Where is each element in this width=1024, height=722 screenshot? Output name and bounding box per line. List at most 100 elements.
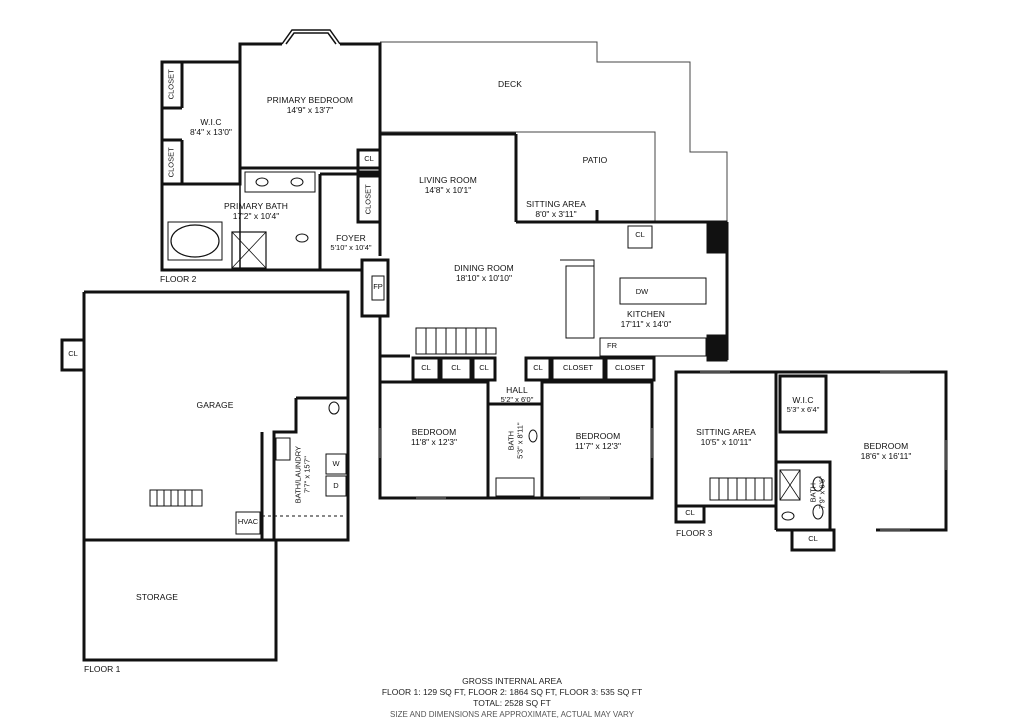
kitchen-columns — [706, 220, 728, 362]
wic-upper-room: W.I.C 5'3" x 6'4" — [780, 395, 826, 414]
room-name: PRIMARY BEDROOM — [266, 95, 354, 105]
fr-label: FR — [607, 341, 617, 350]
shower — [231, 231, 267, 269]
room-dims: 17'2" x 10'4" — [232, 210, 280, 221]
dryer-label: D — [333, 481, 339, 490]
room-name: FOYER — [336, 233, 366, 243]
foyer-walls — [320, 148, 382, 272]
room-dims: 10'5" x 10'11" — [700, 436, 752, 447]
closet-hall-2-label: CLOSET — [614, 363, 645, 372]
floor3-stairs — [709, 477, 773, 501]
cl-kitchen-label: CL — [635, 230, 645, 239]
area-summary: GROSS INTERNAL AREA FLOOR 1: 129 SQ FT, … — [0, 676, 1024, 720]
bedroom-upper-room: BEDROOM 18'6" x 16'11" — [846, 441, 926, 462]
cl-hall-2-label: CL — [451, 363, 461, 372]
hall-closets — [411, 356, 656, 382]
closet-foyer-label: CLOSET — [363, 184, 373, 215]
dw-label: DW — [635, 287, 649, 296]
room-name: W.I.C — [200, 117, 222, 127]
deck-label: DECK — [497, 79, 523, 89]
floor-1-label: FLOOR 1 — [84, 664, 121, 674]
deck-outline — [380, 41, 728, 222]
room-dims: 7'9" x 6'6" — [817, 476, 826, 510]
hall-room: HALL 5'2" x 6'0" — [494, 385, 540, 404]
primary-bedroom-room: PRIMARY BEDROOM 14'9" x 13'7" — [250, 95, 370, 116]
closet-b-label: CLOSET — [166, 147, 176, 178]
bath-laundry-room: BATH/LAUNDRY 7'7" x 15'7" — [293, 440, 311, 510]
room-dims: 5'3" x 6'4" — [786, 404, 820, 414]
disclaimer: SIZE AND DIMENSIONS ARE APPROXIMATE, ACT… — [390, 710, 634, 719]
cl-hall-3-label: CL — [479, 363, 489, 372]
cl-hall-1-label: CL — [421, 363, 431, 372]
room-dims: 5'10" x 10'4" — [330, 242, 372, 252]
garage-stairs — [149, 489, 203, 507]
room-name: PRIMARY BATH — [223, 201, 289, 211]
room-name: LIVING ROOM — [419, 175, 477, 185]
garage-label: GARAGE — [196, 400, 234, 410]
primary-bath-walls — [160, 168, 322, 272]
cl-main-1-label: CL — [364, 154, 374, 163]
room-dims: 5'2" x 6'0" — [500, 394, 534, 404]
room-dims: 7'7" x 15'7" — [302, 456, 311, 494]
room-name: KITCHEN — [626, 309, 665, 319]
room-dims: 18'6" x 16'11" — [860, 450, 912, 461]
bath-upper-room: BATH 7'9" x 6'6" — [808, 471, 826, 515]
patio-label: PATIO — [582, 155, 608, 165]
room-dims: 17'11" x 14'0" — [620, 318, 672, 329]
hall-bathtub — [495, 477, 535, 497]
room-name: BEDROOM — [575, 431, 621, 441]
laundry-fixtures — [235, 401, 347, 535]
room-dims: 14'9" x 13'7" — [286, 104, 334, 115]
cl-upper-2-label: CL — [808, 534, 818, 543]
hvac-label: HVAC — [237, 517, 259, 526]
tub-deck — [167, 221, 223, 261]
room-dims: 5'3" x 8'11" — [515, 422, 524, 459]
room-name: SITTING AREA — [526, 199, 586, 209]
wic-main-room: W.I.C 8'4" x 13'0" — [176, 117, 246, 138]
storage-label: STORAGE — [135, 592, 179, 602]
bedroom-mid-room: BEDROOM 11'7" x 12'3" — [558, 431, 638, 452]
kitchen-room: KITCHEN 17'11" x 14'0" — [606, 309, 686, 330]
room-dims: 11'8" x 12'3" — [411, 436, 457, 447]
garage-walls — [60, 290, 350, 662]
bedroom-left-room: BEDROOM 11'8" x 12'3" — [394, 427, 474, 448]
cl-garage-label: CL — [68, 349, 78, 358]
foyer-room: FOYER 5'10" x 10'4" — [322, 233, 380, 252]
living-room-room: LIVING ROOM 14'8" x 10'1" — [408, 175, 488, 196]
room-dims: 8'0" x 3'11" — [535, 208, 577, 219]
room-name: W.I.C — [792, 395, 814, 405]
washer-label: W — [332, 459, 340, 468]
area-heading: GROSS INTERNAL AREA — [462, 676, 562, 686]
bathtub — [170, 224, 220, 258]
room-name: BEDROOM — [411, 427, 457, 437]
floor-areas: FLOOR 1: 129 SQ FT, FLOOR 2: 1864 SQ FT,… — [381, 687, 643, 697]
vanity — [244, 171, 316, 193]
toilet — [295, 233, 309, 243]
sitting-area-main-room: SITTING AREA 8'0" x 3'11" — [520, 199, 592, 220]
floor-2-label: FLOOR 2 — [160, 274, 197, 284]
room-dims: 14'8" x 10'1" — [424, 184, 472, 195]
fp-label: FP — [373, 282, 383, 291]
main-living-walls — [378, 132, 729, 382]
fireplace — [360, 258, 390, 318]
total-area: TOTAL: 2528 SQ FT — [473, 698, 551, 708]
room-dims: 18'10" x 10'10" — [455, 272, 513, 283]
room-name: DINING ROOM — [454, 263, 514, 273]
closet-hall-1-label: CLOSET — [562, 363, 593, 372]
primary-bath-room: PRIMARY BATH 17'2" x 10'4" — [216, 201, 296, 222]
cl-hall-4-label: CL — [533, 363, 543, 372]
main-stairs — [415, 327, 497, 355]
room-dims: 11'7" x 12'3" — [575, 440, 621, 451]
room-name: BEDROOM — [863, 441, 909, 451]
bath-hall-room: BATH 5'3" x 8'11" — [506, 411, 524, 471]
room-dims: 8'4" x 13'0" — [190, 126, 232, 137]
closet-a-label: CLOSET — [166, 69, 176, 100]
bay-window — [281, 29, 341, 45]
sitting-area-upper-room: SITTING AREA 10'5" x 10'11" — [688, 427, 764, 448]
dining-room-room: DINING ROOM 18'10" x 10'10" — [436, 263, 532, 284]
floor-3-label: FLOOR 3 — [676, 528, 713, 538]
room-name: SITTING AREA — [696, 427, 756, 437]
kitchen-cabinets — [560, 225, 707, 357]
